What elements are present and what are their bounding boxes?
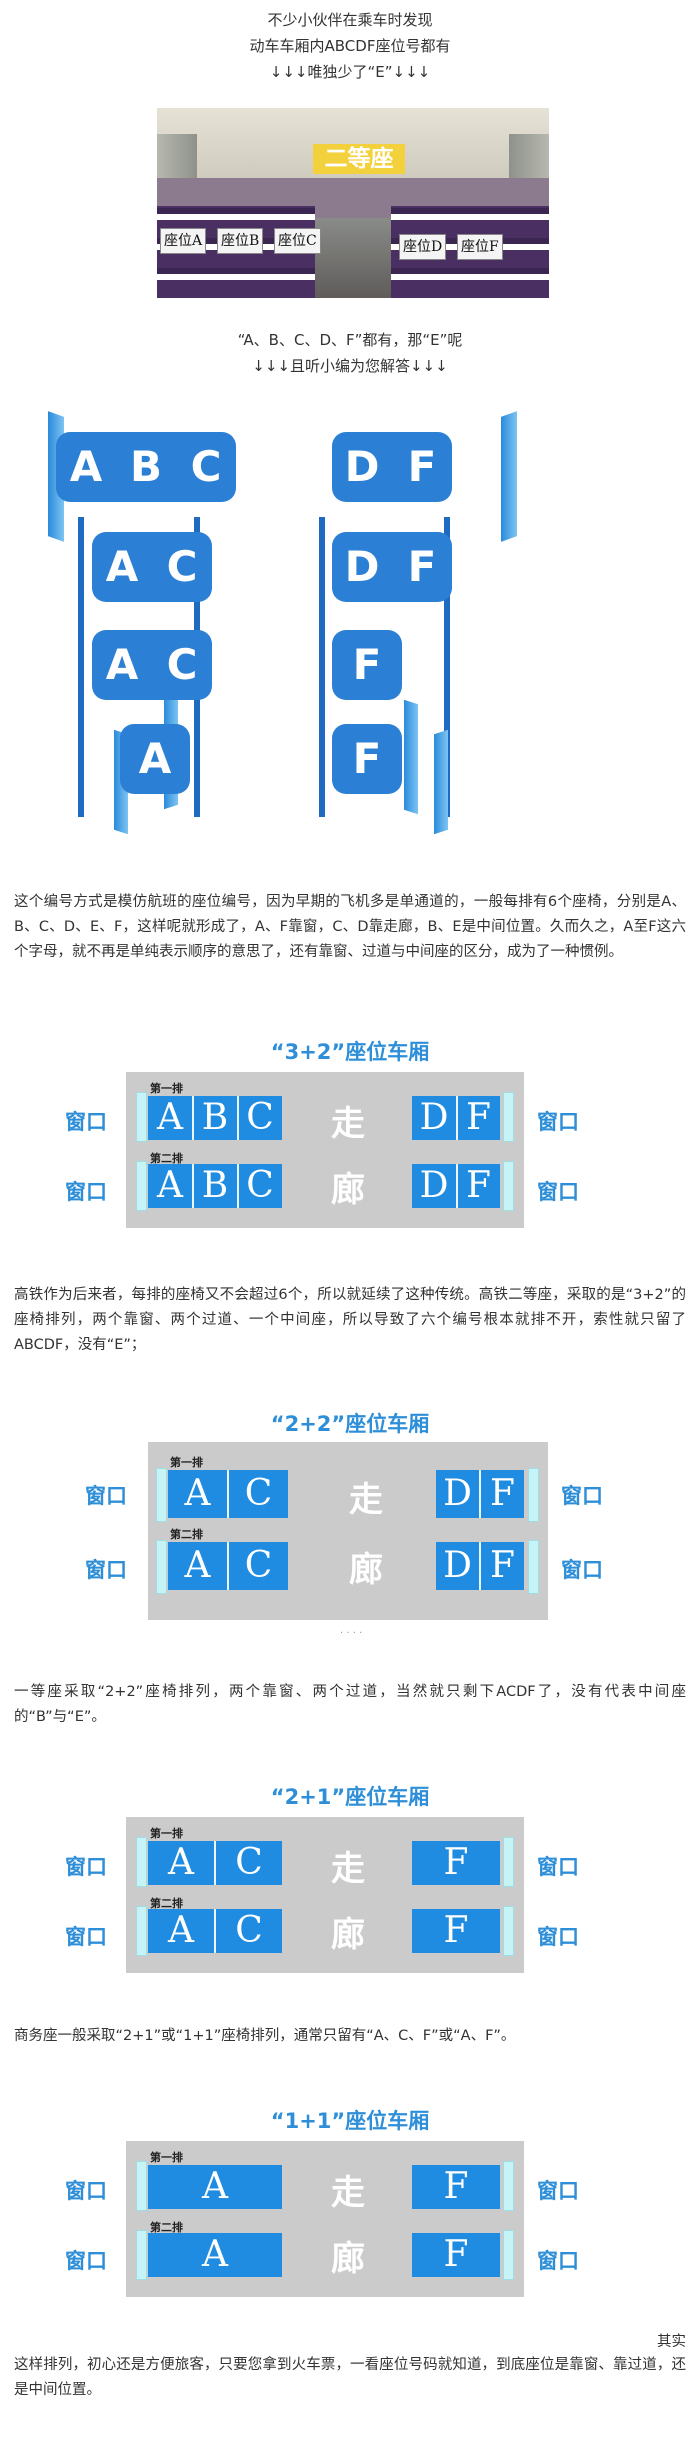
seat-block: A B C (148, 1164, 282, 1208)
seat-tile-group: A C (92, 630, 212, 700)
seat-tile-group: A B C (56, 432, 236, 502)
seat-tile-group: D F (332, 432, 452, 502)
seat-block: F (412, 1841, 500, 1885)
seat-tile-group: A (120, 724, 190, 794)
row-label: 第二排 (150, 2221, 183, 2234)
seat-letter: C (190, 442, 222, 491)
question-line-1: “A、B、C、D、F”都有，那“E”呢 (237, 331, 463, 349)
window-label: 窗口 (537, 2179, 579, 2203)
seat-letter: D (344, 442, 380, 491)
seat-block: D F (412, 1096, 500, 1140)
car-title: “2+1”座位车厢 (270, 1785, 430, 1809)
car-title: “2+2”座位车厢 (270, 1412, 430, 1436)
window-label: 窗口 (65, 1855, 107, 1879)
window-label: 窗口 (537, 1180, 579, 1204)
seat-block: F (412, 2165, 500, 2209)
seat-letter: A (105, 542, 139, 591)
seat-block: D F (412, 1164, 500, 1208)
decor-dots: · · · · (340, 1628, 363, 1639)
seat-block: A C (148, 1909, 282, 1953)
seat-block: D F (436, 1542, 524, 1590)
window-label: 窗口 (537, 1110, 579, 1134)
seat-block: A B C (148, 1096, 282, 1140)
window-label: 窗口 (65, 1925, 107, 1949)
aisle-label: 走 (349, 1480, 383, 1520)
seat-letter: F (352, 734, 382, 783)
photo-seat-label: 座位D (399, 234, 447, 260)
window-label: 窗口 (537, 1925, 579, 1949)
seat-block: A C (168, 1470, 288, 1518)
aisle-label: 走 (331, 1104, 365, 1144)
row-label: 第一排 (150, 1827, 183, 1840)
aisle-label: 廊 (331, 2239, 365, 2279)
window-label: 窗口 (85, 1484, 127, 1508)
window-label: 窗口 (537, 1855, 579, 1879)
row-label: 第二排 (150, 1897, 183, 1910)
car-diagram-3-2: “3+2”座位车厢 窗口 窗口 窗口 窗口 第一排 第二排 A B C A B … (0, 1028, 700, 1228)
intro-line-3: ↓↓↓唯独少了“E”↓↓↓ (269, 63, 431, 81)
seat-letter: C (166, 640, 198, 689)
window-label: 窗口 (65, 2249, 107, 2273)
window-label: 窗口 (537, 2249, 579, 2273)
seat-tile-group: F (332, 724, 402, 794)
photo-seat-label: 座位C (274, 228, 321, 254)
row-label: 第一排 (150, 2151, 183, 2164)
intro-line-2: 动车车厢内ABCDF座位号都有 (249, 37, 451, 55)
row-label: 第二排 (170, 1528, 203, 1541)
car-diagram-2-2: “2+2”座位车厢 窗口 窗口 窗口 窗口 第一排 第二排 A C A C 走 … (0, 1400, 700, 1650)
window-label: 窗口 (65, 1110, 107, 1134)
aisle-label: 走 (331, 2173, 365, 2213)
seat-letter: C (166, 542, 198, 591)
train-interior-photo: 二等座 座位A 座位B 座位C 座位D 座位F (157, 108, 549, 298)
seat-letter: A (69, 442, 103, 491)
window-label: 窗口 (65, 2179, 107, 2203)
window-label: 窗口 (85, 1558, 127, 1582)
seat-letter: B (129, 442, 162, 491)
aisle-label: 走 (331, 1849, 365, 1889)
seat-tile-group: F (332, 630, 402, 700)
seat-letter: F (407, 542, 437, 591)
window-label: 窗口 (561, 1558, 603, 1582)
photo-seat-label: 座位B (217, 228, 264, 254)
seat-block: A C (148, 1841, 282, 1885)
closing-prefix: 其实 (657, 2334, 686, 2350)
car-body (148, 1442, 548, 1620)
seat-letter: A (105, 640, 139, 689)
seat-block: A (148, 2165, 282, 2209)
seat-letter: A (138, 734, 172, 783)
aisle-label: 廊 (331, 1170, 365, 1210)
seat-letter: F (407, 442, 437, 491)
class-label: 二等座 (313, 144, 405, 174)
car-title: “1+1”座位车厢 (270, 2109, 430, 2133)
seat-tile-group: D F (332, 532, 452, 602)
row-label: 第一排 (150, 1082, 183, 1095)
car-title: “3+2”座位车厢 (270, 1040, 430, 1064)
aisle-label: 廊 (331, 1915, 365, 1955)
window-label: 窗口 (65, 1180, 107, 1204)
car-diagram-2-1: “2+1”座位车厢 窗口 窗口 窗口 窗口 第一排 第二排 A C A C 走 … (0, 1773, 700, 1983)
seat-block: A C (168, 1542, 288, 1590)
seat-block: A (148, 2233, 282, 2277)
row-label: 第一排 (170, 1456, 203, 1469)
seat-letter: F (352, 640, 382, 689)
paragraph-business-class: 商务座一般采取“2+1”或“1+1”座椅排列，通常只留有“A、C、F”或“A、F… (14, 2028, 516, 2044)
aisle-label: 廊 (349, 1550, 383, 1590)
row-label: 第二排 (150, 1152, 183, 1165)
seat-block: F (412, 2233, 500, 2277)
paragraph-airline-origin: 这个编号方式是模仿航班的座位编号，因为早期的飞机多是单通道的，一般每排有6个座椅… (14, 894, 686, 960)
seat-block: D F (436, 1470, 524, 1518)
seat-letter: D (344, 542, 380, 591)
paragraph-first-class: 一等座采取“2+2”座椅排列，两个靠窗、两个过道，当然就只剩下ACDF了，没有代… (14, 1684, 686, 1725)
photo-seat-label: 座位A (160, 228, 207, 254)
paragraph-second-class: 高铁作为后来者，每排的座椅又不会超过6个，所以就延续了这种传统。高铁二等座，采取… (14, 1287, 686, 1353)
intro-line-1: 不少小伙伴在乘车时发现 (267, 11, 433, 29)
seat-letter-map: A B C D F A C D F A C F A F (14, 402, 554, 852)
paragraph-closing: 这样排列，初心还是方便旅客，只要您拿到火车票，一看座位号码就知道，到底座位是靠窗… (14, 2357, 686, 2398)
car-diagram-1-1: “1+1”座位车厢 窗口 窗口 窗口 窗口 第一排 第二排 A A 走 廊 F … (0, 2097, 700, 2307)
seat-tile-group: A C (92, 532, 212, 602)
seat-block: F (412, 1909, 500, 1953)
question-line-2: ↓↓↓且听小编为您解答↓↓↓ (252, 357, 448, 375)
window-label: 窗口 (561, 1484, 603, 1508)
photo-seat-label: 座位F (457, 234, 503, 260)
